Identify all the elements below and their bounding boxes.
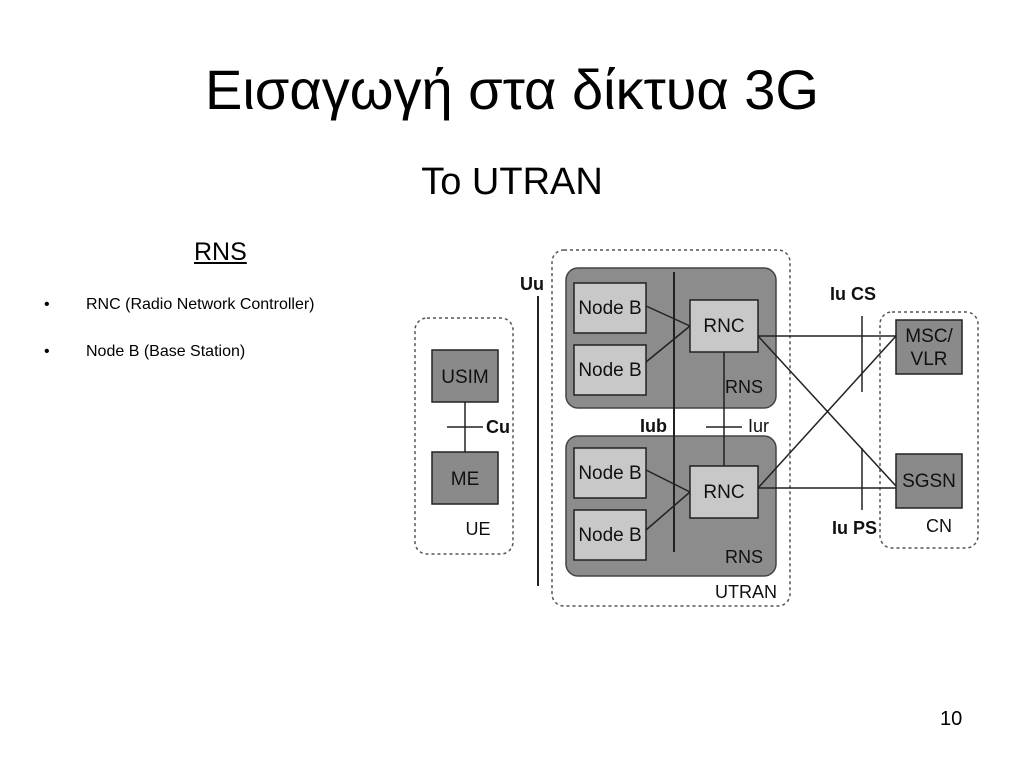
nodeb-bottom-1-box — [573, 447, 647, 499]
slide-title: Εισαγωγή στα δίκτυα 3G — [205, 58, 819, 121]
iu-cs-label: Iu CS — [830, 284, 876, 304]
nodeb-top-2-label: Node B — [578, 360, 641, 381]
rns-top-label: RNS — [725, 377, 763, 397]
bullet-text-rnc: RNC (Radio Network Controller) — [86, 296, 315, 313]
iu-cs-link-bottom — [757, 335, 897, 489]
page-number: 10 — [940, 708, 963, 730]
iur-label: Iur — [748, 416, 769, 436]
iub-link-bottom-1 — [645, 469, 691, 493]
rns-heading: RNS — [194, 238, 247, 266]
me-label: ME — [451, 469, 480, 490]
nodeb-top-2-box — [573, 344, 647, 396]
bullet-text-nodeb: Node B (Base Station) — [86, 343, 246, 360]
iub-link-top-1 — [645, 305, 691, 327]
cn-label: CN — [926, 516, 952, 536]
slide-subtitle: Το UTRAN — [421, 161, 603, 203]
bullet-dot-icon: • — [44, 296, 50, 313]
iub-link-top-2 — [645, 325, 691, 363]
rnc-bottom-label: RNC — [703, 482, 744, 503]
utran-label: UTRAN — [715, 582, 777, 602]
bullet-item-rnc: • RNC (Radio Network Controller) — [44, 280, 386, 330]
rnc-bottom-box — [689, 465, 759, 519]
nodeb-bottom-2-box — [573, 509, 647, 561]
nodeb-top-1-label: Node B — [578, 298, 641, 319]
bullet-item-nodeb: • Node B (Base Station) — [44, 330, 386, 374]
iu-ps-label: Iu PS — [832, 518, 877, 538]
sgsn-label: SGSN — [902, 471, 956, 492]
cu-label: Cu — [486, 417, 510, 437]
uu-label: Uu — [520, 274, 544, 294]
nodeb-bottom-1-label: Node B — [578, 463, 641, 484]
msc-label-line1: MSC/ — [905, 326, 953, 347]
rns-bottom-label: RNS — [725, 547, 763, 567]
iub-label: Iub — [640, 416, 667, 436]
rnc-top-label: RNC — [703, 316, 744, 337]
bullet-list: • RNC (Radio Network Controller) • Node … — [44, 280, 386, 374]
usim-label: USIM — [441, 367, 489, 388]
nodeb-top-1-box — [573, 282, 647, 334]
ue-label: UE — [465, 519, 490, 539]
iub-link-bottom-2 — [645, 491, 691, 531]
msc-label-line2: VLR — [911, 349, 948, 370]
bullet-dot-icon: • — [44, 343, 50, 360]
me-box — [431, 451, 499, 505]
nodeb-bottom-2-label: Node B — [578, 525, 641, 546]
sgsn-box — [895, 453, 963, 509]
msc-vlr-box — [895, 319, 963, 375]
